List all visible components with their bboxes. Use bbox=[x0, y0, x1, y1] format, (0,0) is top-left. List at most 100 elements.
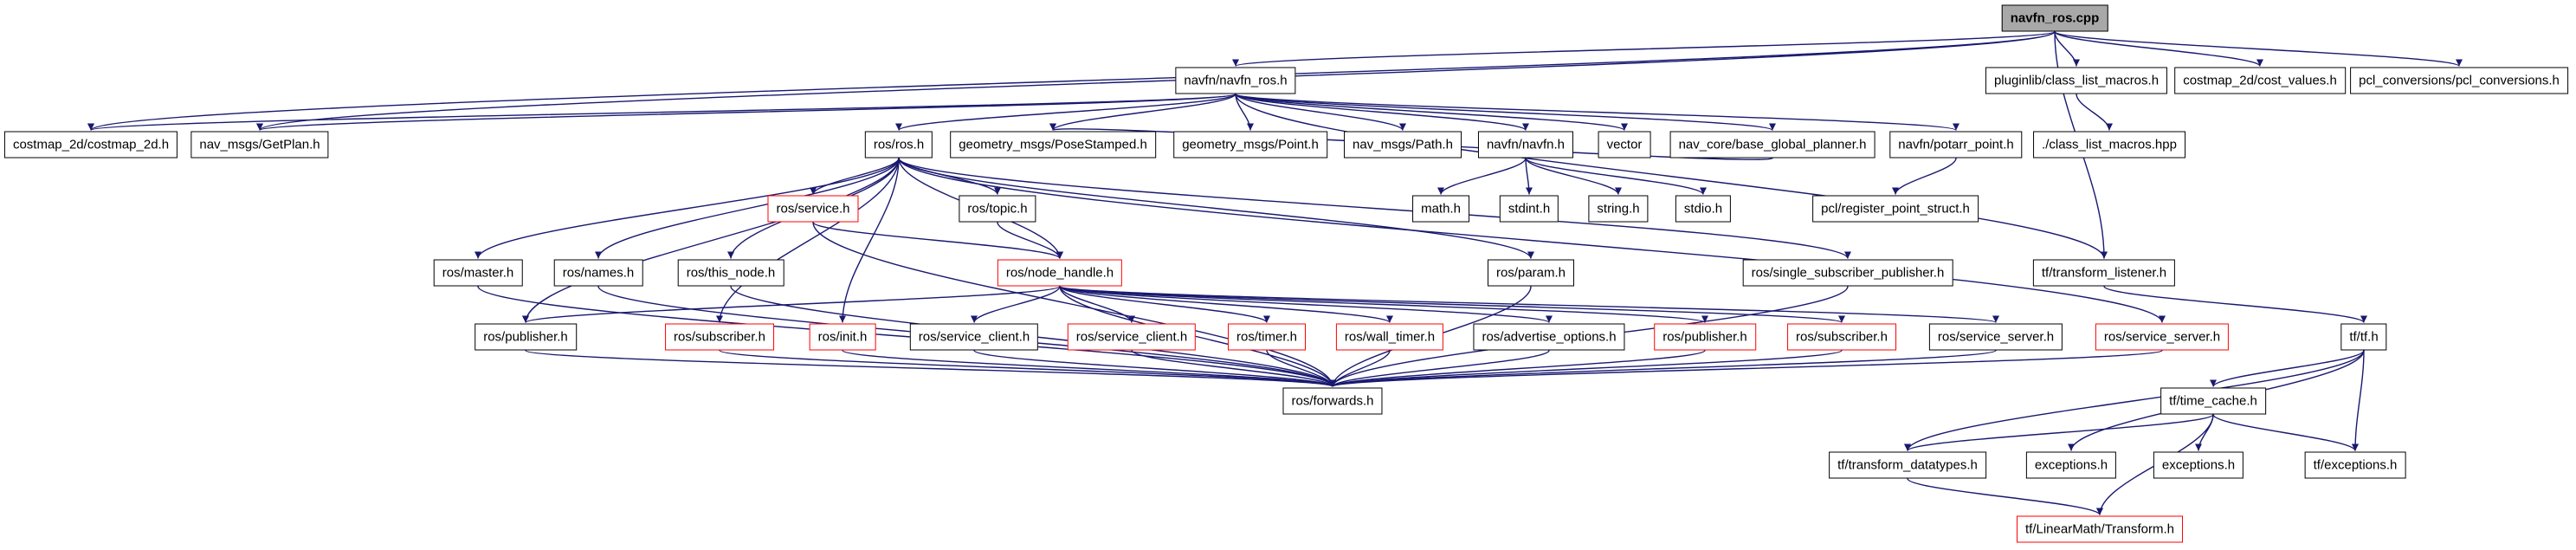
include-edge-service-to-node_handle bbox=[812, 221, 1063, 260]
graph-node-navfnh[interactable]: navfn/navfn.h bbox=[1477, 131, 1574, 159]
graph-node-navfn_ros_h[interactable]: navfn/navfn_ros.h bbox=[1175, 67, 1296, 94]
include-edge-cpp-to-costmap2d bbox=[87, 30, 2056, 132]
graph-node-clmhpp[interactable]: ./class_list_macros.hpp bbox=[2033, 131, 2185, 159]
include-edge-rosh-to-service bbox=[810, 158, 900, 195]
include-edge-pub1-to-forwards bbox=[525, 349, 1336, 388]
graph-node-forwards[interactable]: ros/forwards.h bbox=[1282, 387, 1383, 415]
include-edge-adv_opts-to-forwards bbox=[1329, 349, 1550, 388]
graph-node-lmt[interactable]: tf/LinearMath/Transform.h bbox=[2016, 515, 2184, 543]
include-edge-sserver1-to-forwards bbox=[1329, 349, 1997, 388]
include-edge-tlistener-to-tfh bbox=[2103, 285, 2367, 324]
graph-node-pluginlib[interactable]: pluginlib/class_list_macros.h bbox=[1985, 67, 2168, 94]
include-edge-time_cache-to-exc2 bbox=[2195, 414, 2214, 451]
graph-node-names[interactable]: ros/names.h bbox=[553, 259, 643, 287]
include-edge-rosh-to-master bbox=[475, 158, 900, 259]
graph-node-tdt[interactable]: tf/transform_datatypes.h bbox=[1829, 451, 1986, 479]
graph-node-sub1[interactable]: ros/subscriber.h bbox=[665, 323, 774, 351]
graph-node-costmap2d[interactable]: costmap_2d/costmap_2d.h bbox=[3, 131, 178, 159]
include-edge-potarr-to-rps bbox=[1892, 158, 1957, 195]
include-edge-sclient2-to-forwards bbox=[1131, 349, 1336, 388]
graph-node-exc1[interactable]: exceptions.h bbox=[2025, 451, 2117, 479]
include-edge-rosh-to-ssp bbox=[898, 158, 1851, 259]
include-edge-cpp-to-navfn_ros_h bbox=[1232, 30, 2056, 68]
include-edge-node_handle-to-sserver1 bbox=[1059, 285, 1999, 324]
graph-node-master[interactable]: ros/master.h bbox=[433, 259, 523, 287]
graph-node-pcl_conversions[interactable]: pcl_conversions/pcl_conversions.h bbox=[2350, 67, 2568, 94]
include-edge-navfnh-to-stdint bbox=[1525, 158, 1533, 195]
graph-node-timer[interactable]: ros/timer.h bbox=[1227, 323, 1307, 351]
graph-node-getplan[interactable]: nav_msgs/GetPlan.h bbox=[190, 131, 329, 159]
graph-node-pub2[interactable]: ros/publisher.h bbox=[1654, 323, 1756, 351]
include-edge-navfnh-to-string bbox=[1525, 158, 1622, 195]
include-edge-cpp-to-pcl_conversions bbox=[2054, 30, 2463, 68]
include-edge-navfn_ros_h-to-rosh bbox=[895, 93, 1236, 132]
include-edge-time_cache-to-tdt bbox=[1904, 413, 2214, 452]
include-edge-sub2-to-forwards bbox=[1329, 349, 1843, 388]
graph-node-bgp[interactable]: nav_core/base_global_planner.h bbox=[1669, 131, 1876, 159]
include-edge-tfh-to-time_cache bbox=[2210, 349, 2365, 388]
graph-node-sserver2[interactable]: ros/service_server.h bbox=[2095, 323, 2230, 351]
include-edge-node_handle-to-pub2 bbox=[1059, 285, 1708, 324]
include-edge-service-to-forwards bbox=[812, 222, 1336, 387]
include-edge-navfn_ros_h-to-bgp bbox=[1235, 93, 1776, 132]
include-edge-rosh-to-pub1 bbox=[522, 158, 900, 323]
include-edge-navfn_ros_h-to-potarr bbox=[1235, 93, 1959, 132]
graph-node-potarr[interactable]: navfn/potarr_point.h bbox=[1889, 131, 2023, 159]
graph-node-tfexc[interactable]: tf/exceptions.h bbox=[2304, 451, 2406, 479]
include-edge-tfh-to-tfexc bbox=[2352, 350, 2365, 451]
include-edge-navfn_ros_h-to-getplan bbox=[256, 93, 1236, 132]
include-edge-tfh-to-tdt bbox=[1904, 350, 2365, 451]
include-edge-node_handle-to-sub2 bbox=[1059, 285, 1845, 324]
graph-node-topic[interactable]: ros/topic.h bbox=[959, 195, 1036, 223]
include-edge-node_handle-to-forwards bbox=[1059, 286, 1336, 387]
include-edge-rosh-to-param bbox=[898, 158, 1534, 259]
graph-node-cost_values[interactable]: costmap_2d/cost_values.h bbox=[2174, 67, 2346, 94]
graph-node-pub1[interactable]: ros/publisher.h bbox=[475, 323, 577, 351]
graph-node-time_cache[interactable]: tf/time_cache.h bbox=[2160, 387, 2266, 415]
graph-node-tfh[interactable]: tf/tf.h bbox=[2340, 323, 2387, 351]
graph-node-path[interactable]: nav_msgs/Path.h bbox=[1344, 131, 1462, 159]
graph-node-vector[interactable]: vector bbox=[1598, 131, 1651, 159]
include-edge-pub2-to-forwards bbox=[1329, 349, 1706, 388]
graph-node-point[interactable]: geometry_msgs/Point.h bbox=[1173, 131, 1327, 159]
graph-node-this_node[interactable]: ros/this_node.h bbox=[677, 259, 784, 287]
include-edge-init-to-forwards bbox=[842, 349, 1336, 388]
graph-node-rps[interactable]: pcl/register_point_struct.h bbox=[1812, 195, 1979, 223]
include-edge-cpp-to-getplan bbox=[256, 30, 2056, 132]
include-edge-rosh-to-init bbox=[839, 158, 900, 323]
graph-node-sclient1[interactable]: ros/service_client.h bbox=[909, 323, 1039, 351]
graph-node-sserver1[interactable]: ros/service_server.h bbox=[1928, 323, 2063, 351]
graph-node-string[interactable]: string.h bbox=[1588, 195, 1649, 223]
graph-node-math[interactable]: math.h bbox=[1412, 195, 1469, 223]
graph-node-sub2[interactable]: ros/subscriber.h bbox=[1787, 323, 1896, 351]
graph-node-ssp[interactable]: ros/single_subscriber_publisher.h bbox=[1742, 259, 1953, 287]
graph-node-sclient2[interactable]: ros/service_client.h bbox=[1067, 323, 1197, 351]
graph-node-service[interactable]: ros/service.h bbox=[767, 195, 859, 223]
include-edge-node_handle-to-timer bbox=[1059, 285, 1270, 324]
graph-node-stdio[interactable]: stdio.h bbox=[1675, 195, 1732, 223]
include-edge-topic-to-node_handle bbox=[997, 222, 1063, 259]
include-edge-navfnh-to-math bbox=[1437, 158, 1527, 195]
include-edge-navfnh-to-stdio bbox=[1525, 157, 1707, 196]
graph-node-rosh[interactable]: ros/ros.h bbox=[864, 131, 933, 159]
graph-node-init[interactable]: ros/init.h bbox=[809, 323, 876, 351]
graph-node-posestamped[interactable]: geometry_msgs/PoseStamped.h bbox=[950, 131, 1156, 159]
graph-node-tlistener[interactable]: tf/transform_listener.h bbox=[2032, 259, 2176, 287]
include-edge-navfn_ros_h-to-path bbox=[1235, 93, 1406, 132]
graph-node-node_handle[interactable]: ros/node_handle.h bbox=[997, 259, 1123, 287]
include-edge-pluginlib-to-clmhpp bbox=[2076, 94, 2113, 131]
graph-node-cpp: navfn_ros.cpp bbox=[2001, 4, 2108, 32]
graph-node-adv_opts[interactable]: ros/advertise_options.h bbox=[1473, 323, 1625, 351]
graph-node-stdint[interactable]: stdint.h bbox=[1499, 195, 1559, 223]
include-edge-node_handle-to-sclient1 bbox=[971, 286, 1061, 323]
graph-node-param[interactable]: ros/param.h bbox=[1487, 259, 1575, 287]
include-edge-cpp-to-cost_values bbox=[2054, 30, 2263, 68]
include-edge-navfn_ros_h-to-tlistener bbox=[1235, 94, 2108, 259]
include-edge-master-to-forwards bbox=[477, 286, 1336, 387]
include-edge-tdt-to-lmt bbox=[1907, 477, 2103, 516]
graph-node-exc2[interactable]: exceptions.h bbox=[2153, 451, 2244, 479]
include-edge-node_handle-to-sclient2 bbox=[1059, 286, 1135, 323]
graph-node-wall_timer[interactable]: ros/wall_timer.h bbox=[1335, 323, 1444, 351]
